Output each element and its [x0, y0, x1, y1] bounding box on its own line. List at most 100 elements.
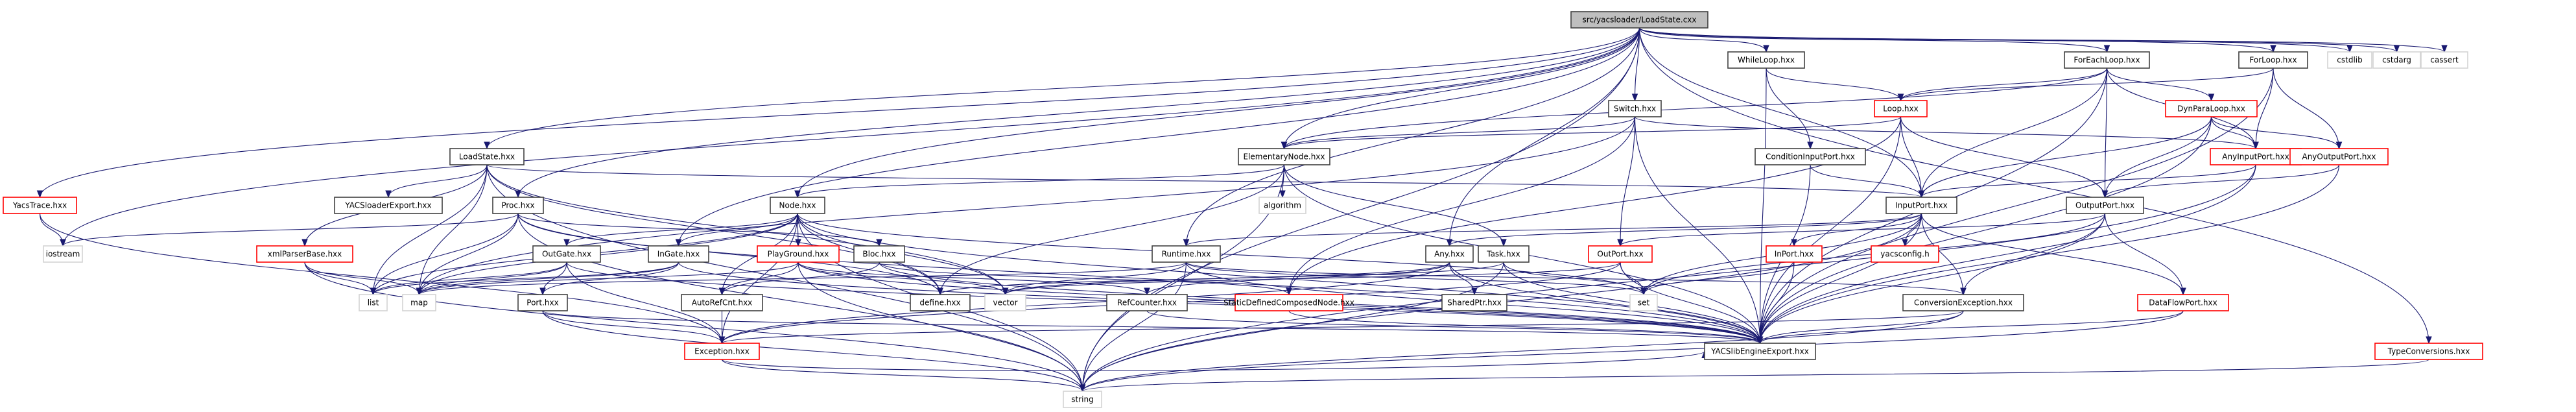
node-box[interactable] [853, 245, 905, 263]
node-auto-ref-cnt[interactable]: AutoRefCnt.hxx [681, 294, 763, 311]
node-type-conversions[interactable]: TypeConversions.hxx [2374, 343, 2483, 360]
node-yacs-trace[interactable]: YacsTrace.hxx [3, 197, 77, 214]
node-iostream[interactable]: iostream [43, 245, 83, 263]
node-in-port[interactable]: InPort.hxx [1766, 245, 1823, 263]
node-box[interactable] [1608, 100, 1662, 117]
node-any[interactable]: Any.hxx [1425, 245, 1474, 263]
node-box[interactable] [2165, 100, 2258, 117]
node-for-each-loop[interactable]: ForEachLoop.hxx [2064, 51, 2150, 69]
node-box[interactable] [1629, 294, 1658, 311]
node-box[interactable] [2420, 51, 2468, 69]
node-box[interactable] [449, 148, 525, 165]
node-vector[interactable]: vector [984, 294, 1026, 311]
node-out-gate[interactable]: OutGate.hxx [532, 245, 601, 263]
node-any-output-port[interactable]: AnyOutputPort.hxx [2289, 148, 2389, 165]
node-yacslib-engine-export[interactable]: YACSlibEngineExport.hxx [1704, 343, 1816, 360]
node-box[interactable] [757, 245, 840, 263]
node-for-loop[interactable]: ForLoop.hxx [2238, 51, 2308, 69]
node-box[interactable] [1425, 245, 1474, 263]
node-box[interactable] [2374, 343, 2483, 360]
node-box[interactable] [402, 294, 436, 311]
node-box[interactable] [334, 197, 443, 214]
node-data-flow-port[interactable]: DataFlowPort.hxx [2137, 294, 2229, 311]
node-box[interactable] [2210, 148, 2302, 165]
node-box[interactable] [1766, 245, 1823, 263]
node-box[interactable] [256, 245, 353, 263]
node-box[interactable] [1588, 245, 1653, 263]
node-static-defined-composed-node[interactable]: StaticDefinedComposedNode.hxx [1223, 294, 1354, 311]
node-shared-ptr[interactable]: SharedPtr.hxx [1441, 294, 1507, 311]
node-algorithm[interactable]: algorithm [1258, 197, 1306, 214]
node-cassert[interactable]: cassert [2420, 51, 2468, 69]
node-box[interactable] [2137, 294, 2229, 311]
node-port[interactable]: Port.hxx [517, 294, 568, 311]
node-yacsconfig[interactable]: yacsconfig.h [1871, 245, 1939, 263]
node-output-port[interactable]: OutputPort.hxx [2066, 197, 2144, 214]
node-box[interactable] [1885, 197, 1957, 214]
node-box[interactable] [984, 294, 1026, 311]
node-condition-input-port[interactable]: ConditionInputPort.hxx [1755, 148, 1866, 165]
node-box[interactable] [2372, 51, 2421, 69]
node-box[interactable] [681, 294, 763, 311]
node-box[interactable] [1106, 294, 1188, 311]
node-conversion-exception[interactable]: ConversionException.hxx [1902, 294, 2024, 311]
node-any-input-port[interactable]: AnyInputPort.hxx [2210, 148, 2302, 165]
node-box[interactable] [1235, 294, 1343, 311]
node-cstdlib[interactable]: cstdlib [2327, 51, 2372, 69]
node-box[interactable] [2238, 51, 2308, 69]
node-task[interactable]: Task.hxx [1478, 245, 1530, 263]
node-box[interactable] [2064, 51, 2150, 69]
node-cstdarg[interactable]: cstdarg [2372, 51, 2421, 69]
node-switch[interactable]: Switch.hxx [1608, 100, 1662, 117]
node-box[interactable] [359, 294, 388, 311]
node-loop[interactable]: Loop.hxx [1874, 100, 1928, 117]
node-define[interactable]: define.hxx [910, 294, 971, 311]
node-box[interactable] [1727, 51, 1805, 69]
node-box[interactable] [1570, 11, 1708, 29]
node-box[interactable] [1902, 294, 2024, 311]
node-xml-parser-base[interactable]: xmlParserBase.hxx [256, 245, 353, 263]
node-elementary-node[interactable]: ElementaryNode.hxx [1238, 148, 1330, 165]
node-box[interactable] [3, 197, 77, 214]
node-box[interactable] [1478, 245, 1530, 263]
node-box[interactable] [648, 245, 709, 263]
node-in-gate[interactable]: InGate.hxx [648, 245, 709, 263]
node-node[interactable]: Node.hxx [770, 197, 825, 214]
node-ref-counter[interactable]: RefCounter.hxx [1106, 294, 1188, 311]
node-while-loop[interactable]: WhileLoop.hxx [1727, 51, 1805, 69]
node-box[interactable] [910, 294, 971, 311]
node-yacsloader-export[interactable]: YACSloaderExport.hxx [334, 197, 443, 214]
node-string[interactable]: string [1063, 391, 1102, 408]
node-out-port[interactable]: OutPort.hxx [1588, 245, 1653, 263]
node-box[interactable] [1871, 245, 1939, 263]
node-box[interactable] [1258, 197, 1306, 214]
node-box[interactable] [1152, 245, 1221, 263]
node-box[interactable] [1874, 100, 1928, 117]
node-exception[interactable]: Exception.hxx [684, 343, 760, 360]
node-box[interactable] [1755, 148, 1866, 165]
node-runtime[interactable]: Runtime.hxx [1152, 245, 1221, 263]
node-box[interactable] [532, 245, 601, 263]
node-map[interactable]: map [402, 294, 436, 311]
node-box[interactable] [1441, 294, 1507, 311]
node-input-port[interactable]: InputPort.hxx [1885, 197, 1957, 214]
node-box[interactable] [492, 197, 544, 214]
node-box[interactable] [2289, 148, 2389, 165]
node-proc[interactable]: Proc.hxx [492, 197, 544, 214]
node-box[interactable] [517, 294, 568, 311]
node-box[interactable] [1063, 391, 1102, 408]
node-bloc[interactable]: Bloc.hxx [853, 245, 905, 263]
node-box[interactable] [43, 245, 83, 263]
node-box[interactable] [770, 197, 825, 214]
node-dyn-para-loop[interactable]: DynParaLoop.hxx [2165, 100, 2258, 117]
node-load-state[interactable]: LoadState.hxx [449, 148, 525, 165]
node-box[interactable] [684, 343, 760, 360]
node-play-ground[interactable]: PlayGround.hxx [757, 245, 840, 263]
node-box[interactable] [1704, 343, 1816, 360]
node-box[interactable] [2327, 51, 2372, 69]
node-box[interactable] [1238, 148, 1330, 165]
node-list[interactable]: list [359, 294, 388, 311]
node-set[interactable]: set [1629, 294, 1658, 311]
node-box[interactable] [2066, 197, 2144, 214]
node-root[interactable]: src/yacsloader/LoadState.cxx [1570, 11, 1708, 29]
